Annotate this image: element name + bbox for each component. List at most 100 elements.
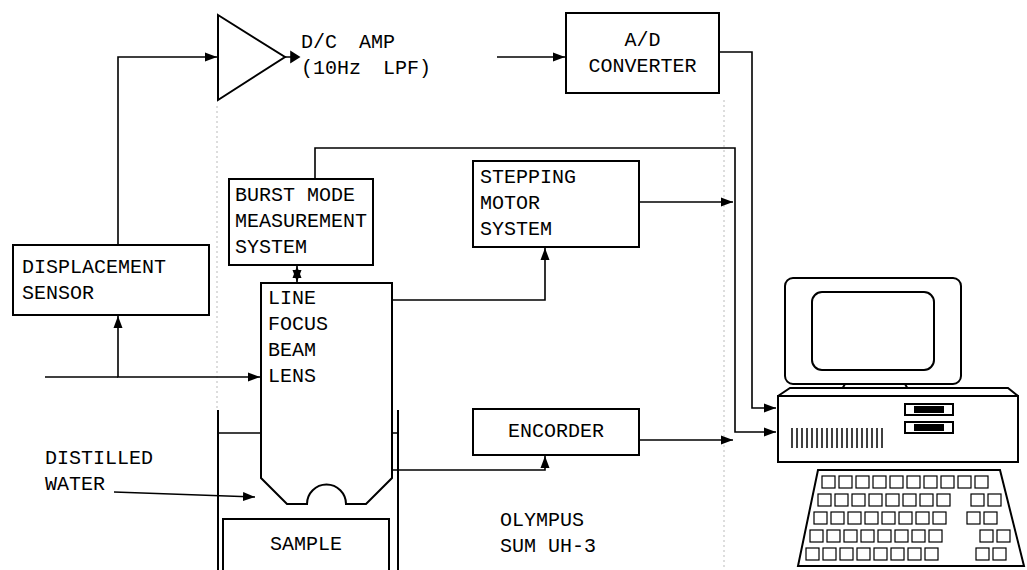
connector-arrow: [118, 57, 217, 244]
key: [835, 494, 848, 506]
vent-slot: [796, 428, 798, 448]
computer-top: [778, 388, 1018, 396]
lens-outline-path: [261, 283, 392, 504]
key: [933, 512, 946, 524]
key: [848, 512, 861, 524]
key: [916, 512, 929, 524]
key: [993, 548, 1006, 560]
key: [925, 548, 938, 560]
vent-slot: [881, 428, 883, 448]
key: [857, 548, 870, 560]
connector-arrow: [118, 316, 260, 377]
key: [937, 494, 950, 506]
disk-slot: [915, 407, 943, 412]
connector-arrow: [393, 248, 545, 300]
key: [810, 530, 823, 542]
box-label: A/D CONVERTER: [573, 28, 713, 80]
vent-slot: [806, 428, 808, 448]
box-label: BURST MODE MEASUREMENT SYSTEM: [235, 183, 369, 261]
vent-slot: [816, 428, 818, 448]
box-label: ENCORDER: [508, 419, 604, 445]
key: [924, 476, 937, 488]
key: [886, 494, 899, 506]
connector-arrow: [296, 266, 298, 282]
key: [823, 548, 836, 560]
connector-arrow: [497, 56, 565, 58]
encoder-box: ENCORDER: [472, 408, 640, 456]
key: [920, 494, 933, 506]
key: [975, 476, 988, 488]
key: [908, 548, 921, 560]
key: [878, 530, 891, 542]
key: [890, 476, 903, 488]
key: [806, 548, 819, 560]
vent-slot: [846, 428, 848, 448]
sample-block: SAMPLE: [222, 518, 390, 570]
vent-slot: [821, 428, 823, 448]
key: [976, 548, 989, 560]
monitor-screen: [812, 292, 934, 370]
measurement-box: BURST MODE MEASUREMENT SYSTEM: [228, 178, 374, 266]
connector-arrow: [393, 456, 545, 470]
key: [856, 476, 869, 488]
signal-wire: [720, 52, 776, 408]
key: [839, 476, 852, 488]
vent-slot: [791, 428, 793, 448]
frame-line: [724, 100, 725, 570]
vent-slot: [861, 428, 863, 448]
amplifier-triangle: [218, 15, 285, 100]
key: [941, 476, 954, 488]
key: [997, 530, 1010, 542]
sensor-box: DISPLACEMENT SENSOR: [12, 244, 210, 316]
key: [958, 476, 971, 488]
disk-drive: [905, 404, 953, 415]
lens-body: LINE FOCUS BEAM LENS: [260, 282, 393, 507]
box-label: D/C AMP (10Hz LPF): [301, 30, 461, 82]
key: [971, 494, 984, 506]
converter-box: A/D CONVERTER: [565, 12, 720, 94]
key: [874, 548, 887, 560]
monitor: [785, 278, 961, 384]
key: [882, 512, 895, 524]
vent-slot: [826, 428, 828, 448]
key: [988, 494, 1001, 506]
key: [899, 512, 912, 524]
key: [895, 530, 908, 542]
box-label: STEPPING MOTOR SYSTEM: [480, 165, 590, 243]
signal-wire: [640, 439, 733, 441]
key: [865, 512, 878, 524]
key: [903, 494, 916, 506]
key: [869, 494, 882, 506]
computer-case: [778, 396, 1018, 462]
key: [814, 512, 827, 524]
keyboard: [798, 470, 1024, 566]
key: [840, 548, 853, 560]
vent-slot: [866, 428, 868, 448]
output-arrow: [285, 52, 299, 62]
vent-slot: [811, 428, 813, 448]
key: [861, 530, 874, 542]
key: [929, 530, 942, 542]
vent-slot: [836, 428, 838, 448]
disk-slot: [915, 425, 943, 430]
vent-slot: [856, 428, 858, 448]
key: [891, 548, 904, 560]
key: [912, 530, 925, 542]
key: [852, 494, 865, 506]
leader-arrow: [114, 492, 255, 497]
vent-slot: [801, 428, 803, 448]
vent-slot: [831, 428, 833, 448]
vent-slot: [871, 428, 873, 448]
key: [980, 530, 993, 542]
amplifier: D/C AMP (10Hz LPF): [217, 12, 497, 104]
key: [818, 494, 831, 506]
key: [827, 530, 840, 542]
key: [844, 530, 857, 542]
box-label: DISPLACEMENT SENSOR: [22, 255, 202, 307]
key: [984, 512, 997, 524]
box-label: LINE FOCUS BEAM LENS: [268, 286, 368, 390]
key: [907, 476, 920, 488]
mount-line: [45, 376, 118, 378]
note-label: DISTILLED WATER: [45, 446, 165, 498]
